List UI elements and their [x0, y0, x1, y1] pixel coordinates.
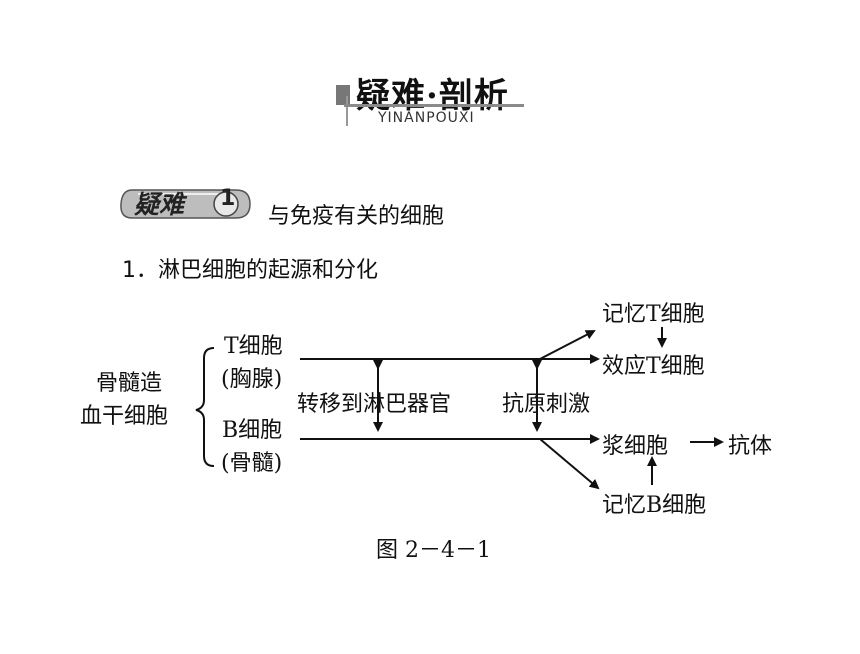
memory-t-label: 记忆T细胞	[602, 302, 705, 327]
effector-t-label: 效应T细胞	[602, 354, 705, 379]
section-badge	[120, 189, 251, 219]
stimulus-label: 抗原刺激	[502, 392, 591, 417]
section-badge-label: 疑难	[134, 190, 185, 219]
item-heading: 1．淋巴细胞的起源和分化	[122, 258, 378, 283]
header-underline	[344, 104, 524, 107]
section-title: 与免疫有关的细胞	[268, 204, 445, 229]
arrow-to-memory-b	[539, 438, 600, 490]
b-cell-label: B细胞	[222, 418, 283, 443]
arrow-to-memory-t	[539, 330, 596, 360]
b-cell-location: (骨髓)	[221, 451, 283, 476]
section-badge-number: 1	[220, 186, 236, 211]
origin-brace	[195, 347, 215, 467]
header-emblem-stem	[346, 96, 348, 126]
origin-label-line1: 骨髓造	[96, 371, 163, 396]
transfer-label: 转移到淋巴器官	[297, 392, 452, 417]
origin-label-line2: 血干细胞	[80, 404, 169, 429]
figure-caption: 图 2－4－1	[376, 538, 491, 563]
memory-b-label: 记忆B细胞	[602, 493, 707, 518]
antibody-label: 抗体	[728, 434, 773, 459]
plasma-cell-label: 浆细胞	[602, 434, 669, 459]
t-cell-label: T细胞	[224, 334, 283, 359]
t-cell-location: (胸腺)	[221, 367, 283, 392]
header-subtitle: YINANPOUXI	[378, 110, 475, 126]
header-title: 疑难·剖析	[356, 76, 509, 116]
